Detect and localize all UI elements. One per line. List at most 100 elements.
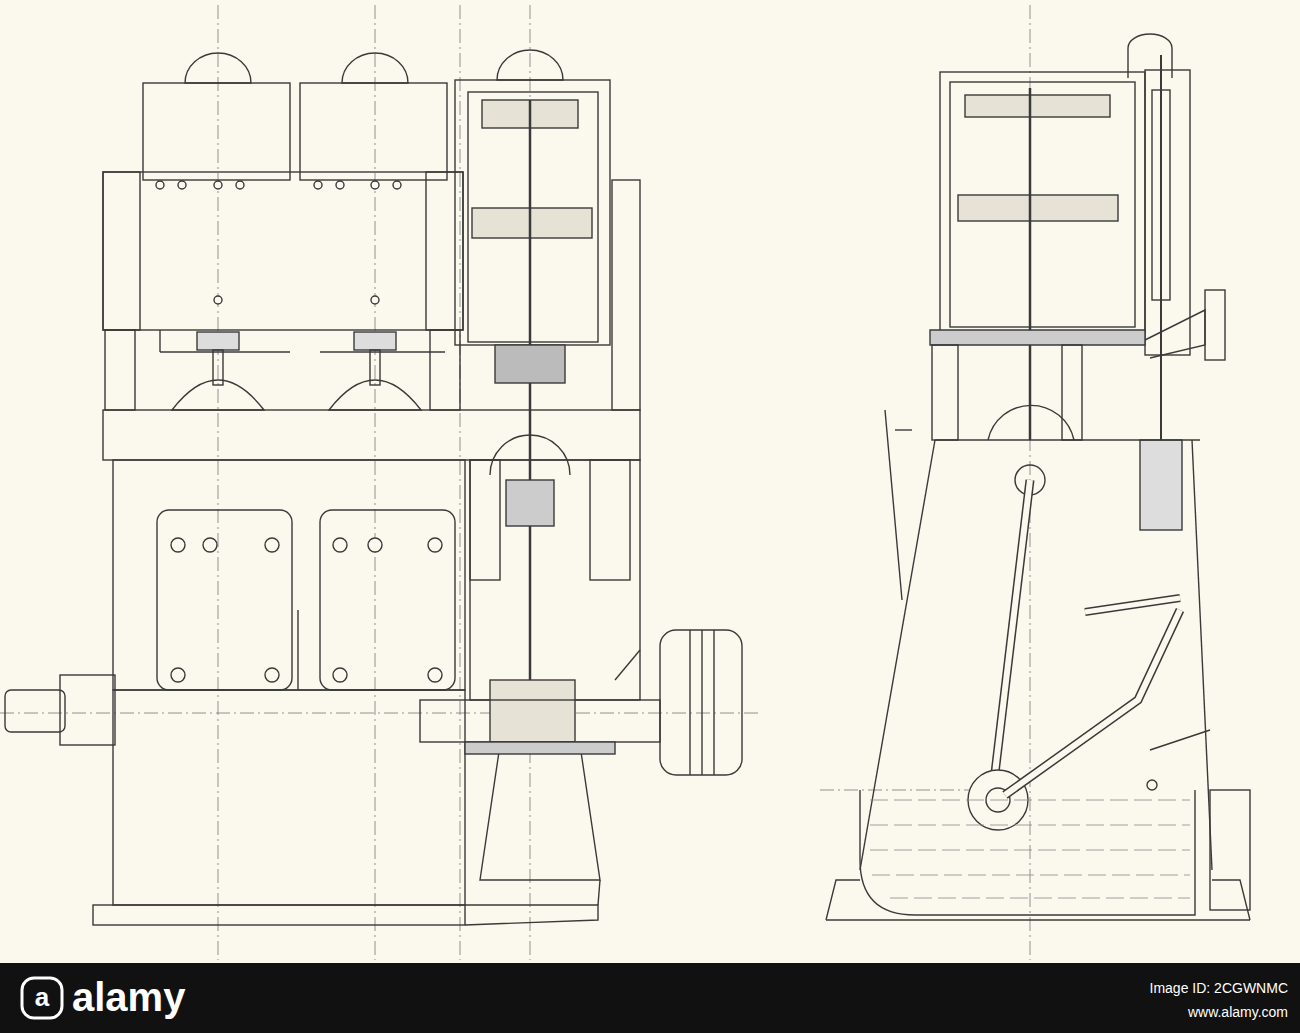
drawing-line <box>689 630 690 775</box>
drawing-line <box>103 410 640 460</box>
drawing-line <box>590 460 630 580</box>
drawing-line <box>826 919 1250 920</box>
drawing-line <box>60 675 115 745</box>
drawing-line <box>320 510 455 690</box>
drawing-line <box>930 330 1145 345</box>
drawing-line <box>113 460 465 690</box>
drawing-line <box>297 610 298 690</box>
drawing-line <box>354 332 396 350</box>
drawing-line <box>0 5 760 960</box>
drawing-line <box>171 668 185 682</box>
drawing-line <box>371 296 379 304</box>
drawing-line <box>470 460 640 700</box>
drawing-line <box>890 898 1190 899</box>
drawing-line <box>218 5 219 960</box>
drawing-line <box>1029 88 1032 440</box>
drawing-line <box>329 380 421 410</box>
drawing-line <box>1085 598 1180 612</box>
drawing-line <box>393 181 401 189</box>
drawing-line <box>1005 610 1180 795</box>
drawing-line <box>993 480 1030 790</box>
drawing-line <box>965 95 1110 117</box>
drawing-line <box>1147 780 1157 790</box>
side-section <box>820 5 1250 960</box>
drawing-line <box>612 180 640 410</box>
drawing-line <box>160 351 290 352</box>
drawing-line <box>113 690 465 905</box>
drawing-line <box>1145 310 1205 358</box>
drawing-line <box>870 850 1190 851</box>
drawing-line <box>1005 610 1180 795</box>
watermark-band <box>0 963 1300 1033</box>
drawing-line <box>426 172 463 330</box>
drawing-line <box>336 181 344 189</box>
drawing-line <box>236 181 244 189</box>
front-view <box>0 5 760 960</box>
drawing-line <box>497 50 563 80</box>
drawing-line <box>1062 345 1082 440</box>
drawing-line <box>1212 880 1250 920</box>
watermark-url: www.alamy.com <box>1188 1005 1288 1019</box>
watermark-brand: alamy <box>72 977 185 1017</box>
drawing-line <box>171 538 442 682</box>
drawing-line <box>172 380 264 410</box>
drawing-line <box>265 668 279 682</box>
drawing-line <box>428 668 442 682</box>
drawing-line <box>701 630 702 775</box>
drawing-line <box>870 800 1190 898</box>
drawing-line <box>950 82 1135 327</box>
drawing-line <box>940 72 1145 332</box>
drawing-line <box>870 825 1190 826</box>
drawing-line <box>1085 598 1180 612</box>
drawing-line <box>495 345 565 383</box>
drawing-line <box>103 172 140 330</box>
drawing-line <box>490 435 570 475</box>
drawing-line <box>660 630 742 775</box>
drawing-line <box>265 538 279 552</box>
drawing-line <box>314 181 322 189</box>
drawing-line <box>870 800 1190 801</box>
drawing-line <box>197 332 239 350</box>
drawing-line <box>820 5 1030 960</box>
drawing-line <box>1210 790 1250 910</box>
drawing-line <box>93 905 465 925</box>
drawing-line <box>1205 290 1225 360</box>
drawing-line <box>103 172 463 330</box>
drawing-line <box>455 80 610 345</box>
drawing-line <box>1160 55 1162 500</box>
drawing-line <box>156 181 164 189</box>
drawing-line <box>143 83 290 180</box>
drawing-line <box>885 410 902 600</box>
drawing-line <box>713 630 714 775</box>
image-id: Image ID: 2CGWNMC <box>1150 981 1288 995</box>
logo-icon <box>22 978 62 1018</box>
drawing-line <box>480 745 600 880</box>
drawing-line <box>529 100 532 700</box>
drawing-line <box>826 880 860 920</box>
drawing-line <box>214 181 222 189</box>
drawing-line <box>371 181 379 189</box>
drawing-line <box>465 742 615 754</box>
drawing-line <box>895 429 912 430</box>
drawing-line <box>342 53 408 83</box>
drawing-line <box>333 538 347 552</box>
drawing-line <box>428 538 442 552</box>
drawing-line <box>993 480 1030 790</box>
drawing-line <box>178 181 186 189</box>
drawing-line <box>333 668 347 682</box>
drawing-line <box>615 650 640 680</box>
drawing-line <box>159 330 160 352</box>
drawing-line <box>988 405 1074 440</box>
drawing-line <box>1140 440 1182 530</box>
drawing-line <box>185 53 251 83</box>
drawing-line <box>490 680 575 742</box>
drawing-line <box>872 875 1190 876</box>
drawing-line <box>465 905 598 925</box>
drawing-line <box>375 5 376 960</box>
drawing-line <box>214 296 222 304</box>
drawing-line <box>5 690 65 732</box>
drawing-line <box>203 538 217 552</box>
drawing-line <box>932 345 958 440</box>
